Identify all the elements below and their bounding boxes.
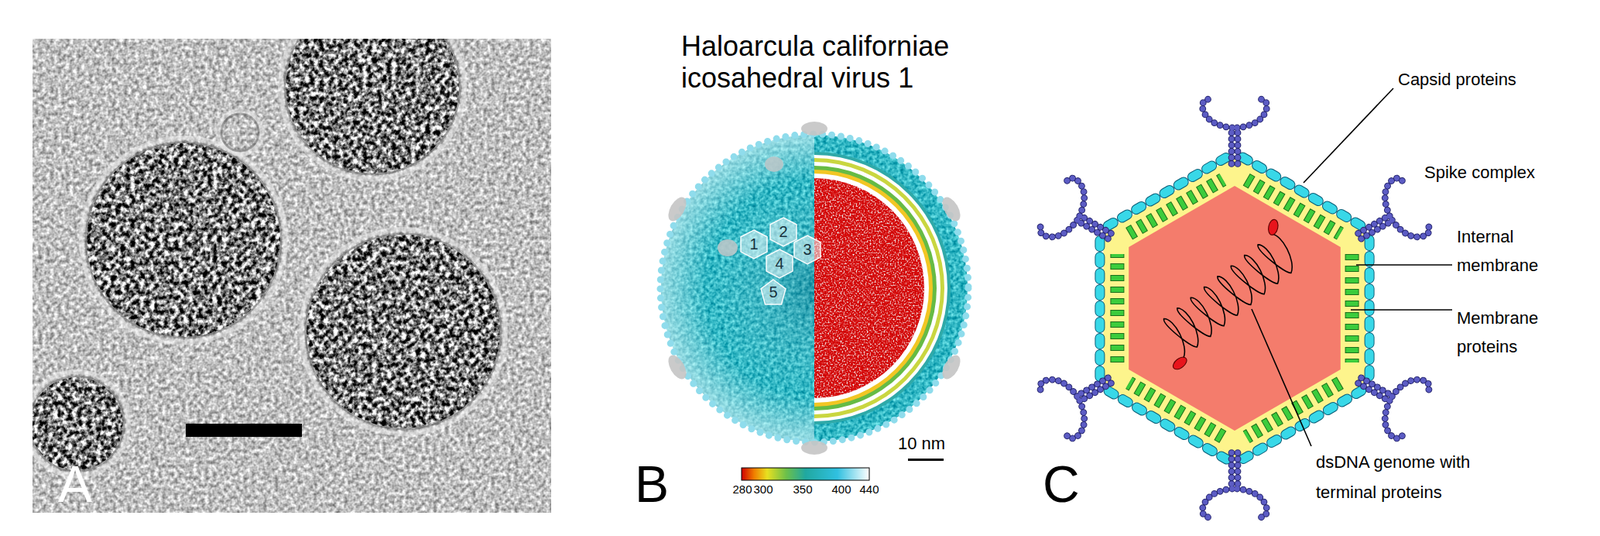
capsomer-shape bbox=[770, 217, 797, 247]
colorbar-value: 280 bbox=[732, 482, 752, 497]
colorbar-value: 400 bbox=[831, 482, 851, 497]
colorbar-value: 300 bbox=[753, 482, 773, 497]
callout-label: dsDNA genome with terminal proteins bbox=[1315, 446, 1510, 508]
capsid-proteins bbox=[1099, 157, 1370, 460]
capsomer-number: 5 bbox=[768, 284, 778, 300]
leader-lines bbox=[1251, 88, 1453, 446]
terminal-protein bbox=[1171, 354, 1189, 372]
panel-letter: A bbox=[58, 458, 93, 510]
colorbar-value: 350 bbox=[792, 482, 812, 497]
dsdna-genome bbox=[1157, 231, 1302, 358]
capsid-surface-half bbox=[650, 123, 815, 453]
vertex-spike-density bbox=[938, 352, 965, 382]
capsomer-hexagon: 3 bbox=[793, 234, 822, 265]
radius-colorbar bbox=[741, 467, 870, 480]
vertex-spike-density bbox=[764, 156, 784, 172]
capsid-surface-half bbox=[661, 134, 815, 442]
spike-complex bbox=[1038, 352, 1127, 441]
vertex-spike-density bbox=[664, 121, 965, 455]
leader-lines bbox=[1350, 308, 1453, 311]
vertex-spike-density bbox=[938, 194, 965, 224]
micrograph-background bbox=[32, 38, 552, 513]
capsid-proteins bbox=[1099, 157, 1370, 460]
capsid-proteins bbox=[1099, 157, 1370, 460]
capsomer-number: 4 bbox=[774, 255, 784, 271]
capsomer-number: 2 bbox=[778, 223, 788, 240]
leader-lines bbox=[1356, 263, 1453, 266]
vertex-spike-density bbox=[801, 440, 828, 455]
capsomer-hexagon: 1 bbox=[740, 229, 768, 260]
capsid-surface-half bbox=[650, 123, 815, 453]
cutaway-half bbox=[814, 123, 979, 453]
spike-complex bbox=[1038, 175, 1127, 264]
colorbar-value: 440 bbox=[859, 482, 879, 497]
capsomer-shape bbox=[740, 229, 768, 259]
terminal-protein bbox=[1267, 218, 1280, 236]
callout-label: Spike complex bbox=[1424, 161, 1535, 184]
capsomer-hexagon: 4 bbox=[765, 248, 794, 279]
scale-bar bbox=[907, 458, 944, 461]
particle-interior bbox=[32, 38, 552, 513]
callout-label: Internal membrane bbox=[1456, 222, 1573, 280]
spike-complex bbox=[1343, 175, 1433, 264]
panel-title: Haloarcula californiae icosahedral virus… bbox=[681, 30, 991, 94]
scale-bar bbox=[185, 423, 302, 437]
cutaway-half bbox=[814, 123, 979, 453]
cryo-em-micrograph bbox=[24, 0, 552, 513]
spike-complex bbox=[1202, 99, 1267, 164]
capsid-surface-half bbox=[650, 123, 815, 453]
capsomer-number: 1 bbox=[749, 236, 758, 252]
capsomer-number: 3 bbox=[802, 241, 812, 257]
capsomer-pentagon: 5 bbox=[760, 278, 787, 305]
capsid-surface-half bbox=[660, 133, 815, 442]
panel-letter: B bbox=[634, 458, 669, 510]
vertex-spike-density bbox=[664, 194, 691, 224]
spike-complex bbox=[1202, 452, 1267, 518]
cutaway-half bbox=[814, 123, 979, 453]
callout-label: Capsid proteins bbox=[1397, 68, 1517, 91]
cutaway-half bbox=[814, 123, 979, 453]
leader-lines bbox=[1303, 88, 1394, 183]
membrane-proteins bbox=[1116, 179, 1352, 438]
particle-halo bbox=[218, 110, 262, 155]
spike-complex bbox=[1343, 352, 1433, 441]
vertex-spike-density bbox=[717, 239, 738, 257]
cutaway-half bbox=[814, 123, 979, 453]
callout-label: Membrane proteins bbox=[1456, 303, 1573, 361]
particle-interior bbox=[32, 38, 552, 513]
virus-particles bbox=[32, 38, 552, 513]
particle-rim bbox=[221, 113, 259, 151]
capsomer-shape bbox=[766, 249, 793, 278]
panel-letter: C bbox=[1042, 458, 1080, 510]
leader-lines bbox=[1251, 308, 1312, 446]
capsomer-shape bbox=[794, 235, 821, 264]
membrane-proteins bbox=[1116, 179, 1352, 438]
membrane-proteins bbox=[1116, 179, 1352, 438]
dsdna-genome bbox=[1137, 214, 1314, 371]
capsomer-hexagon: 2 bbox=[769, 216, 798, 247]
scale-label: 10 nm bbox=[897, 432, 946, 455]
virus-reconstruction bbox=[650, 121, 979, 480]
capsomer-shape bbox=[760, 279, 786, 305]
vertex-spike-density bbox=[664, 352, 691, 382]
vertex-spike-density bbox=[801, 121, 828, 136]
